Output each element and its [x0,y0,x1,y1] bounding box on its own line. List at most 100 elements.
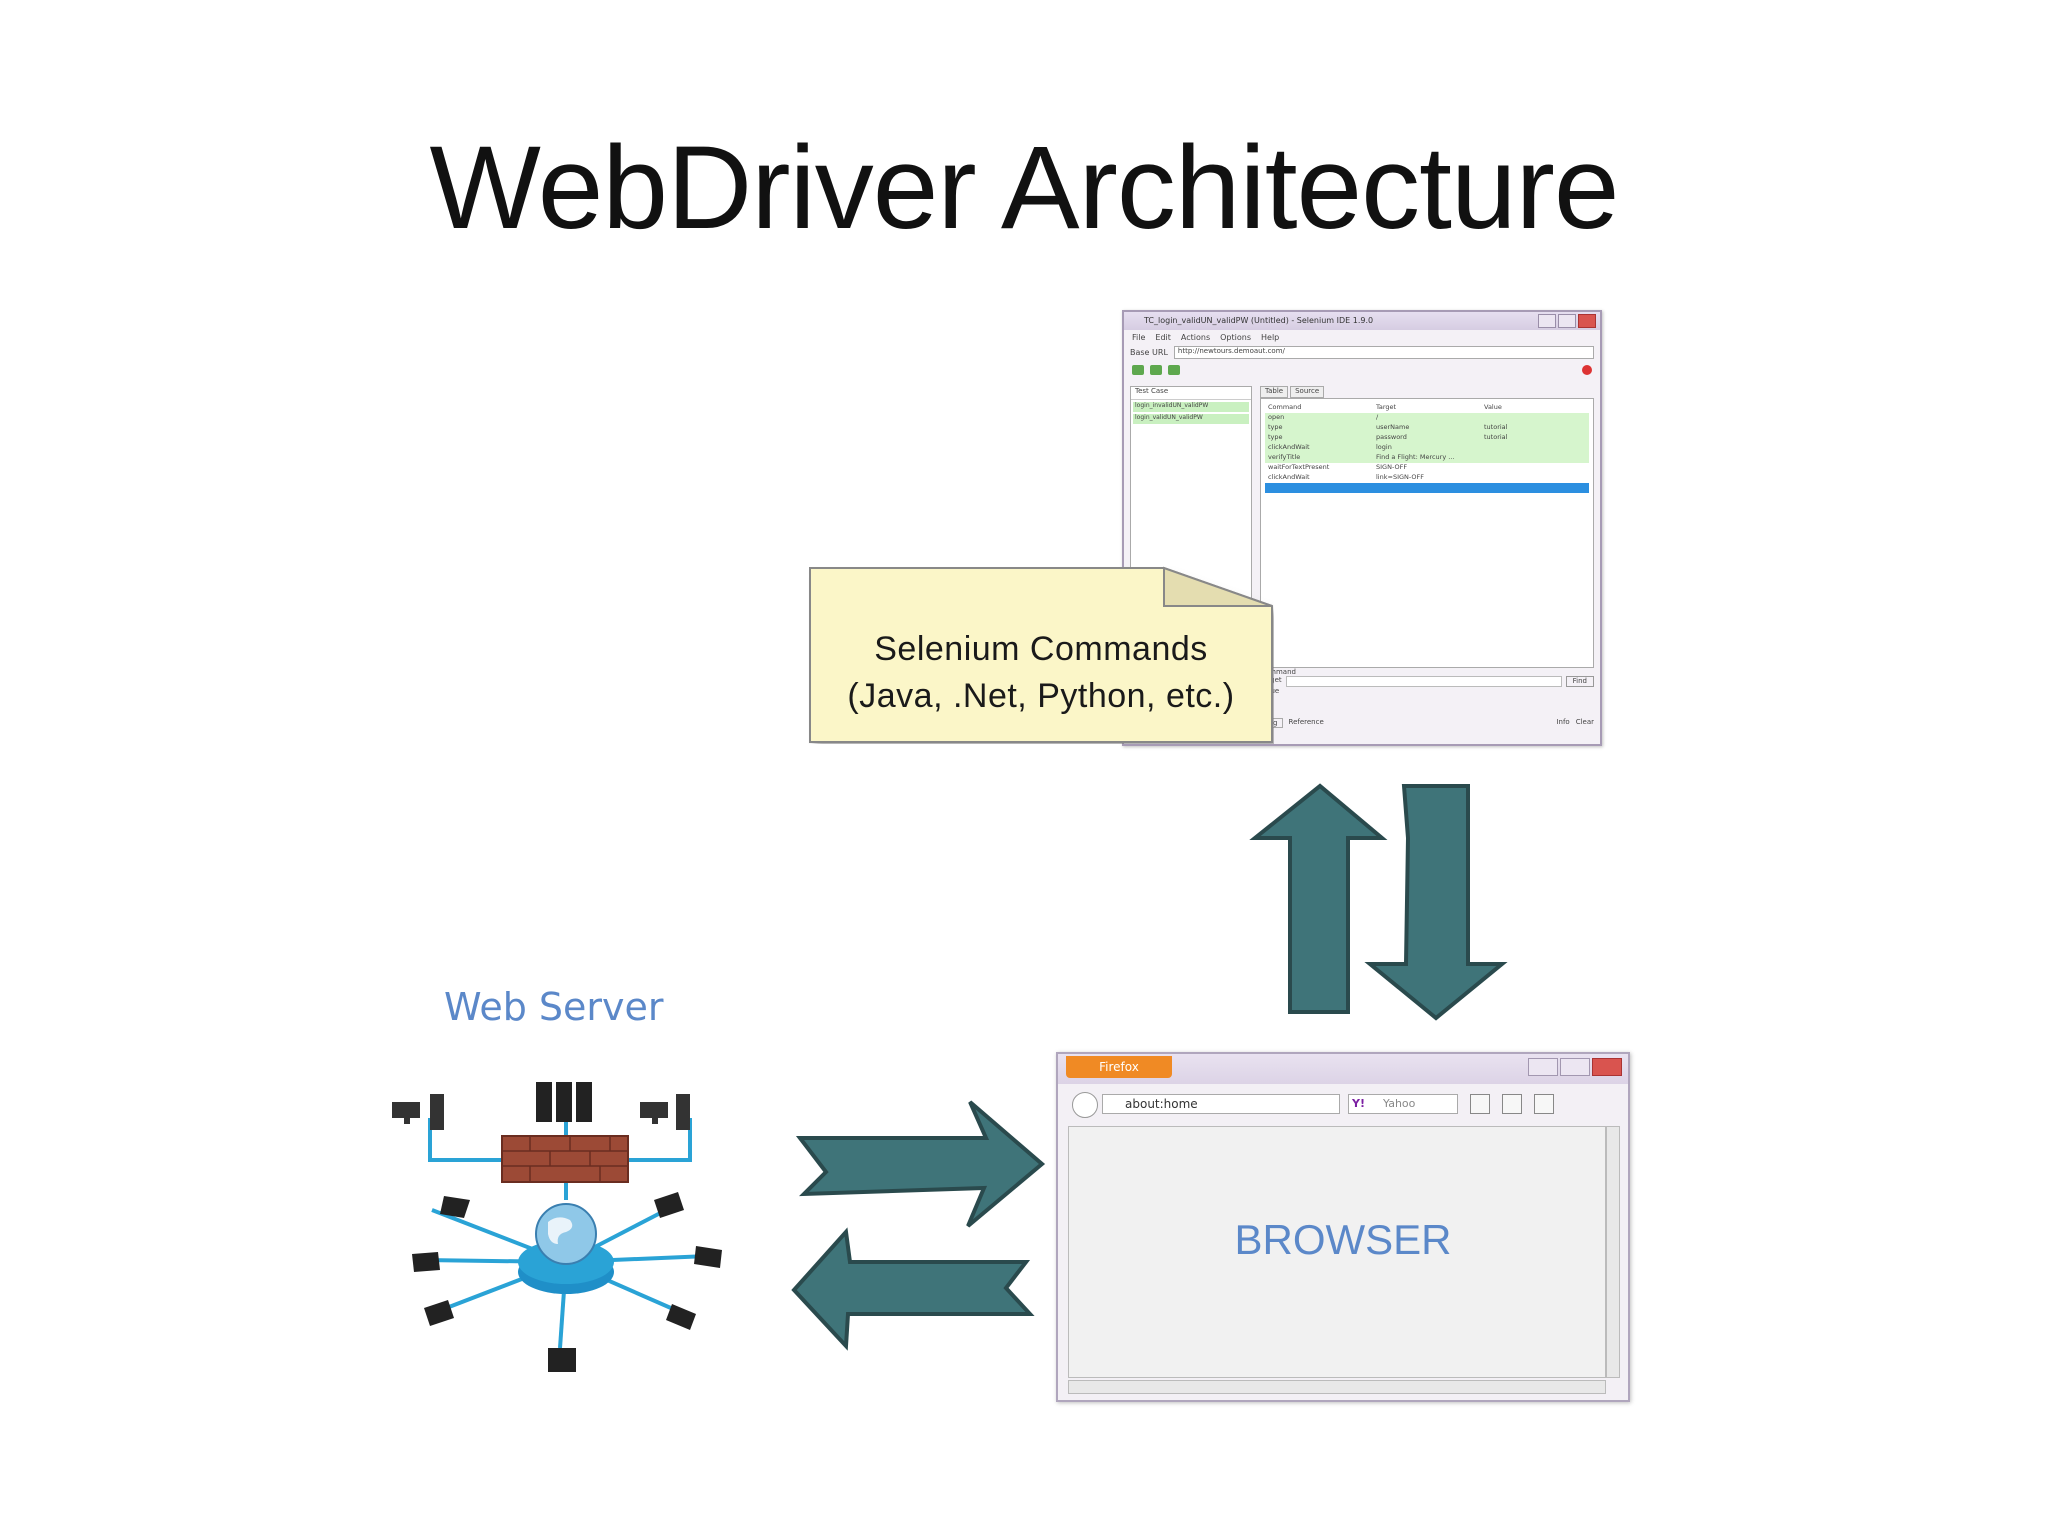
menu-actions[interactable]: Actions [1180,332,1211,342]
cell: Find a Flight: Mercury ... [1376,453,1455,461]
tab-reference[interactable]: Reference [1288,718,1324,726]
cell [1481,413,1589,423]
base-url-label: Base URL [1130,347,1168,357]
table-row[interactable]: type userName tutorial [1265,423,1589,433]
testcase-item[interactable]: login_validUN_validPW [1133,414,1249,424]
cell: type [1268,433,1283,441]
browser-window: Firefox about:home Yahoo Y! BROWSER [1056,1052,1630,1402]
play-all-icon[interactable] [1150,365,1162,375]
record-icon[interactable] [1582,365,1592,375]
minimize-icon[interactable] [1528,1058,1558,1076]
menu-help[interactable]: Help [1261,332,1280,342]
note-line-2: (Java, .Net, Python, etc.) [847,677,1235,715]
addons-icon[interactable] [1534,1094,1554,1114]
command-table: Command Target Value open / type userNam… [1260,398,1594,668]
cell [1481,443,1589,453]
globe-icon [535,1203,597,1265]
speed-slider-icon[interactable] [1132,365,1144,375]
maximize-icon[interactable] [1560,1058,1590,1076]
table-row[interactable]: open / [1265,413,1589,423]
cell: waitForTextPresent [1268,463,1330,471]
command-fields: Command Target Find Value [1260,668,1594,698]
menu-file[interactable]: File [1132,332,1146,342]
table-row-selected[interactable] [1265,483,1589,493]
web-server-label: Web Server [444,985,664,1029]
menu-options[interactable]: Options [1220,332,1251,342]
right-arrow [795,1100,1046,1228]
note-line-1: Selenium Commands [874,630,1208,668]
horizontal-scrollbar[interactable] [1068,1380,1606,1394]
command-field-label: Command [1260,668,1296,676]
firewall-icon [501,1135,629,1183]
base-url-field[interactable]: http://newtours.demoaut.com/ [1173,345,1594,359]
cell: verifyTitle [1268,453,1301,461]
cell: clickAndWait [1268,473,1310,481]
back-icon[interactable] [1072,1092,1098,1118]
firefox-menu-button[interactable]: Firefox [1066,1056,1172,1078]
browser-content [1068,1126,1606,1378]
find-button[interactable]: Find [1565,676,1594,687]
maximize-icon[interactable] [1558,314,1576,328]
browser-titlebar: Firefox [1058,1054,1628,1084]
clear-button[interactable]: Clear [1575,718,1594,726]
table-row[interactable]: verifyTitle Find a Flight: Mercury ... [1265,453,1589,463]
cell: login [1376,443,1392,451]
search-field[interactable]: Yahoo [1348,1094,1458,1114]
address-bar[interactable]: about:home [1102,1094,1340,1114]
cell: tutorial [1484,433,1508,441]
down-arrow [1364,784,1508,1021]
minimize-icon[interactable] [1538,314,1556,328]
cell: SIGN-OFF [1376,463,1408,471]
tab-source[interactable]: Source [1290,386,1325,398]
cell [1481,453,1589,463]
selenium-ide-window: TC_login_validUN_validPW (Untitled) - Se… [1122,310,1602,746]
cell: link=SIGN-OFF [1376,473,1425,481]
log-pane: Log Reference Info Clear [1260,712,1594,738]
ide-toolbar [1124,360,1600,380]
up-arrow [1249,783,1388,1014]
cell: open [1268,413,1285,421]
ide-title: TC_login_validUN_validPW (Untitled) - Se… [1144,316,1374,325]
table-row[interactable]: clickAndWait login [1265,443,1589,453]
table-header-row: Command Target Value [1265,403,1589,413]
computer-icon [392,1094,444,1130]
browser-label: BROWSER [1234,1216,1452,1263]
editor-pane: Table Source Command Target Value open /… [1260,386,1594,698]
close-icon[interactable] [1592,1058,1622,1076]
cell: type [1268,423,1283,431]
info-button[interactable]: Info [1556,718,1570,726]
cell: password [1376,433,1407,441]
computer-icon [640,1094,690,1130]
table-row[interactable]: waitForTextPresent SIGN-OFF [1265,463,1589,473]
left-arrow [791,1227,1035,1351]
search-engine-icon[interactable]: Y! [1352,1097,1365,1110]
testcase-item[interactable]: login_invalidUN_validPW [1133,402,1249,412]
value-field-label: Value [1260,687,1594,695]
laptop-icon [412,1192,722,1372]
ide-menubar: File Edit Actions Options Help [1124,330,1600,344]
selenium-commands-note: Selenium Commands (Java, .Net, Python, e… [808,566,1274,744]
cell: clickAndWait [1268,443,1310,451]
table-row[interactable]: clickAndWait link=SIGN-OFF [1265,473,1589,483]
home-icon[interactable] [1470,1094,1490,1114]
cell [1481,463,1589,473]
browser-navbar: about:home Yahoo Y! [1058,1084,1628,1122]
tab-table[interactable]: Table [1260,386,1289,398]
column-target: Target [1376,403,1397,411]
menu-edit[interactable]: Edit [1155,332,1171,342]
slide-title: WebDriver Architecture [429,122,1620,254]
target-input[interactable] [1285,676,1562,687]
cell: / [1376,413,1379,421]
play-current-icon[interactable] [1168,365,1180,375]
cell: tutorial [1484,423,1508,431]
note-shape [809,566,1273,743]
vertical-scrollbar[interactable] [1606,1126,1620,1378]
bookmarks-icon[interactable] [1502,1094,1522,1114]
testcase-header: Test Case [1131,387,1251,400]
base-url-row: Base URL http://newtours.demoaut.com/ [1124,344,1600,360]
cell: userName [1376,423,1410,431]
table-row[interactable]: type password tutorial [1265,433,1589,443]
column-value: Value [1484,403,1502,411]
close-icon[interactable] [1578,314,1596,328]
